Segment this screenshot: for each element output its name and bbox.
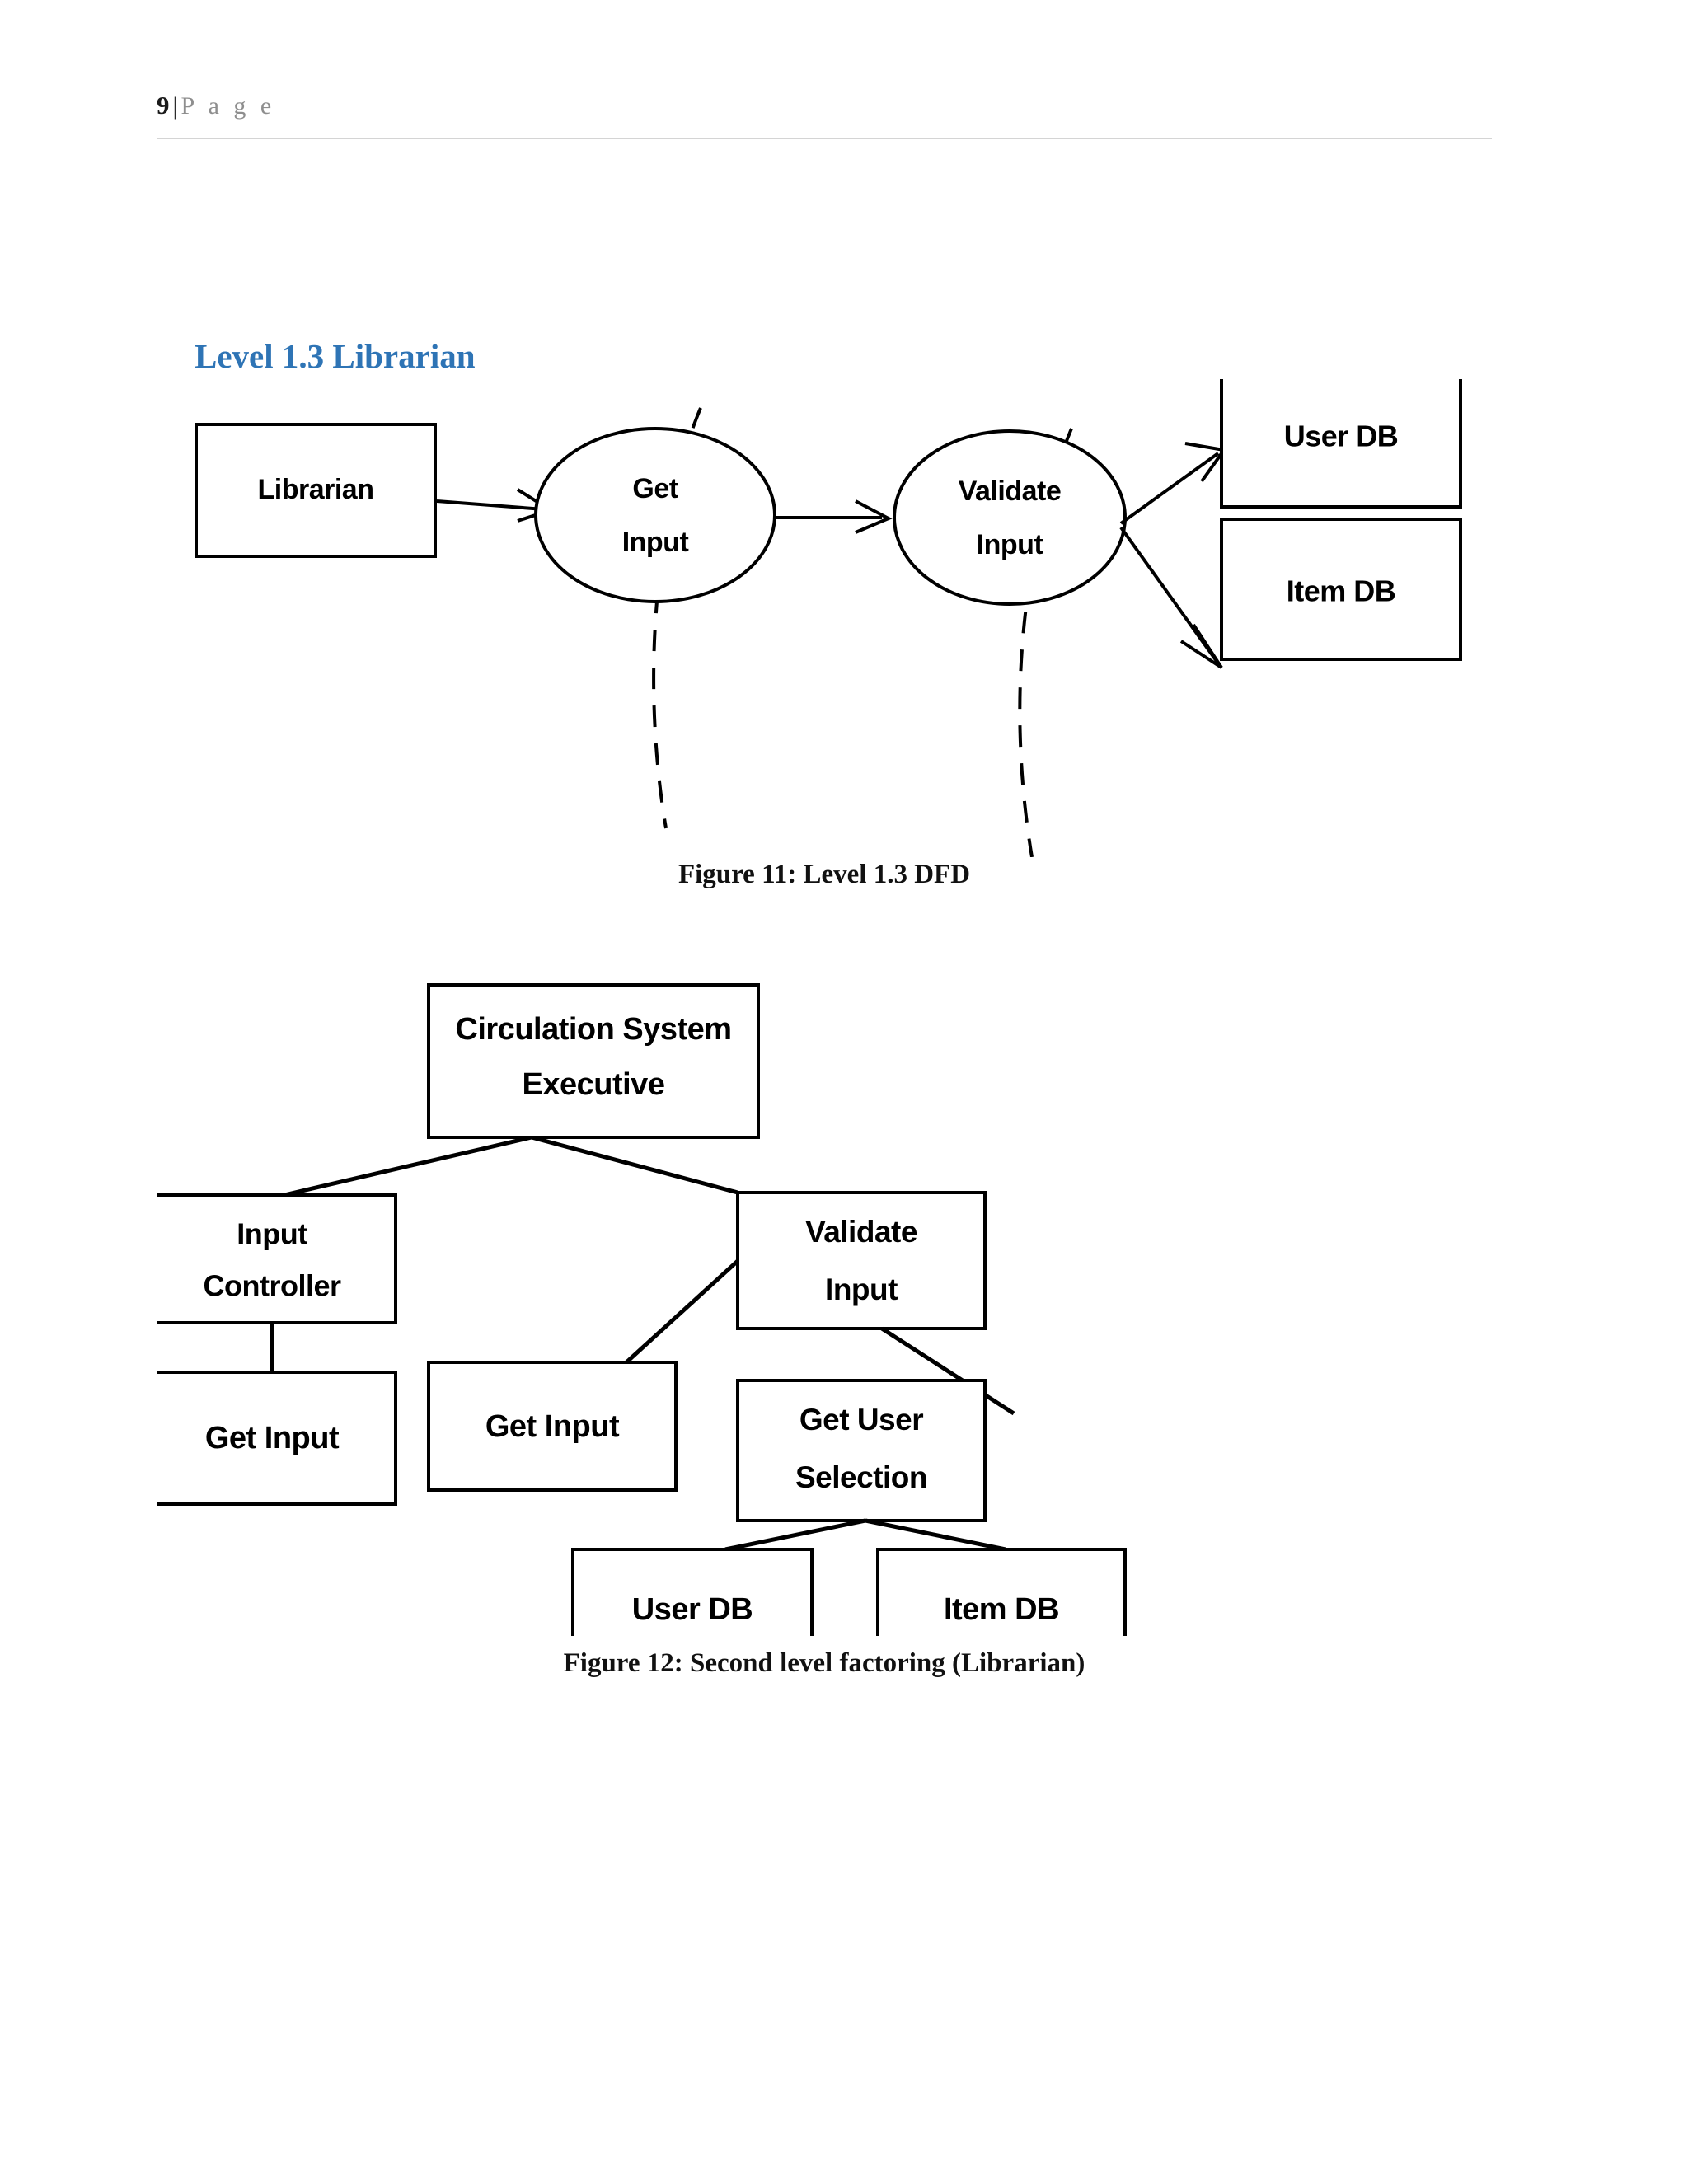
user-db-label: User DB xyxy=(632,1592,753,1627)
figure-12-canvas: Circulation System Executive Input Contr… xyxy=(157,983,1127,1636)
node-get-input: Get Input xyxy=(534,427,776,603)
item-db-box xyxy=(876,1548,1127,1636)
item-db-label: Item DB xyxy=(944,1592,1059,1627)
root-label-line1: Circulation System xyxy=(455,1012,731,1047)
connector-root-to-validate-input xyxy=(531,1135,738,1195)
figure-12-structure-chart: Circulation System Executive Input Contr… xyxy=(157,968,1541,1636)
input-controller-label-line2: Controller xyxy=(203,1269,340,1303)
get-input-mid-box xyxy=(427,1361,678,1492)
get-input-left-box xyxy=(157,1371,397,1506)
node-validate-input: Validate Input xyxy=(736,1191,987,1330)
librarian-label: Librarian xyxy=(258,474,374,505)
node-input-controller: Input Controller xyxy=(157,1193,397,1324)
input-controller-label-line1: Input xyxy=(237,1217,307,1251)
user-db-box xyxy=(1220,379,1462,509)
librarian-box xyxy=(195,423,437,558)
arrow-get-input-to-validate-input xyxy=(776,499,893,534)
root-box xyxy=(427,983,760,1139)
get-user-selection-label-line2: Selection xyxy=(795,1460,927,1494)
validate-input-label-line1: Validate xyxy=(959,476,1062,507)
get-input-left-label: Get Input xyxy=(205,1421,340,1455)
node-user-db: User DB xyxy=(571,1548,814,1636)
get-user-selection-box xyxy=(736,1379,987,1522)
section-heading: Level 1.3 Librarian xyxy=(195,337,476,375)
page-header-label: P a g e xyxy=(181,92,276,120)
arrow-validate-input-to-item-db xyxy=(1119,526,1223,669)
connector-get-user-selection-to-user-db xyxy=(724,1518,866,1552)
figure-11-dfd: Librarian Get Input Validate xyxy=(157,379,1541,857)
figure-12-caption: Figure 12: Second level factoring (Libra… xyxy=(563,1648,1085,1678)
node-get-user-selection: Get User Selection xyxy=(736,1379,987,1522)
arrow-head xyxy=(855,499,893,534)
node-item-db: Item DB xyxy=(1220,518,1462,661)
page-header: 9|P a g e xyxy=(157,92,1492,143)
arrow-librarian-to-get-input xyxy=(436,488,555,523)
get-user-selection-label-line1: Get User xyxy=(799,1403,923,1436)
input-controller-box xyxy=(157,1193,397,1324)
root-label-line2: Executive xyxy=(523,1067,665,1102)
validate-input-label-line1: Validate xyxy=(805,1215,917,1249)
connector-root-to-input-controller xyxy=(284,1135,532,1197)
user-db-box xyxy=(571,1548,814,1636)
get-input-label-line2: Input xyxy=(622,527,689,558)
arrow-validate-input-to-user-db xyxy=(1119,442,1227,525)
item-db-label: Item DB xyxy=(1287,574,1396,608)
connector-get-user-selection-to-item-db xyxy=(865,1518,1006,1552)
item-db-box xyxy=(1220,518,1462,661)
arrow-head xyxy=(1179,623,1223,669)
validate-input-box xyxy=(736,1191,987,1330)
node-item-db: Item DB xyxy=(876,1548,1127,1636)
page-number: 9 xyxy=(157,91,170,120)
get-input-ellipse xyxy=(534,427,776,603)
validate-input-ellipse xyxy=(893,429,1127,606)
node-get-input-mid: Get Input xyxy=(427,1361,678,1492)
validate-input-label-line2: Input xyxy=(977,529,1043,560)
node-librarian: Librarian xyxy=(195,423,437,558)
page-header-separator: | xyxy=(172,92,178,120)
figure-11-canvas: Librarian Get Input Validate xyxy=(195,379,1462,857)
node-get-input-left: Get Input xyxy=(157,1371,397,1506)
validate-input-label-line2: Input xyxy=(825,1272,898,1306)
node-circulation-system-executive: Circulation System Executive xyxy=(427,983,760,1139)
arrow-line xyxy=(436,499,545,511)
arrow-line xyxy=(1119,526,1220,665)
node-user-db: User DB xyxy=(1220,379,1462,509)
arrow-line xyxy=(1119,452,1220,525)
node-validate-input: Validate Input xyxy=(893,429,1127,606)
get-input-mid-label: Get Input xyxy=(485,1409,620,1444)
page-header-rule xyxy=(157,138,1492,139)
connector-validate-input-to-get-input-mid xyxy=(625,1259,739,1364)
figure-11-caption: Figure 11: Level 1.3 DFD xyxy=(678,860,971,889)
page-header-text: 9|P a g e xyxy=(157,92,1492,119)
user-db-label: User DB xyxy=(1284,419,1399,453)
get-input-label-line1: Get xyxy=(632,473,678,504)
connector-validate-input-to-get-user-selection xyxy=(880,1326,1015,1416)
